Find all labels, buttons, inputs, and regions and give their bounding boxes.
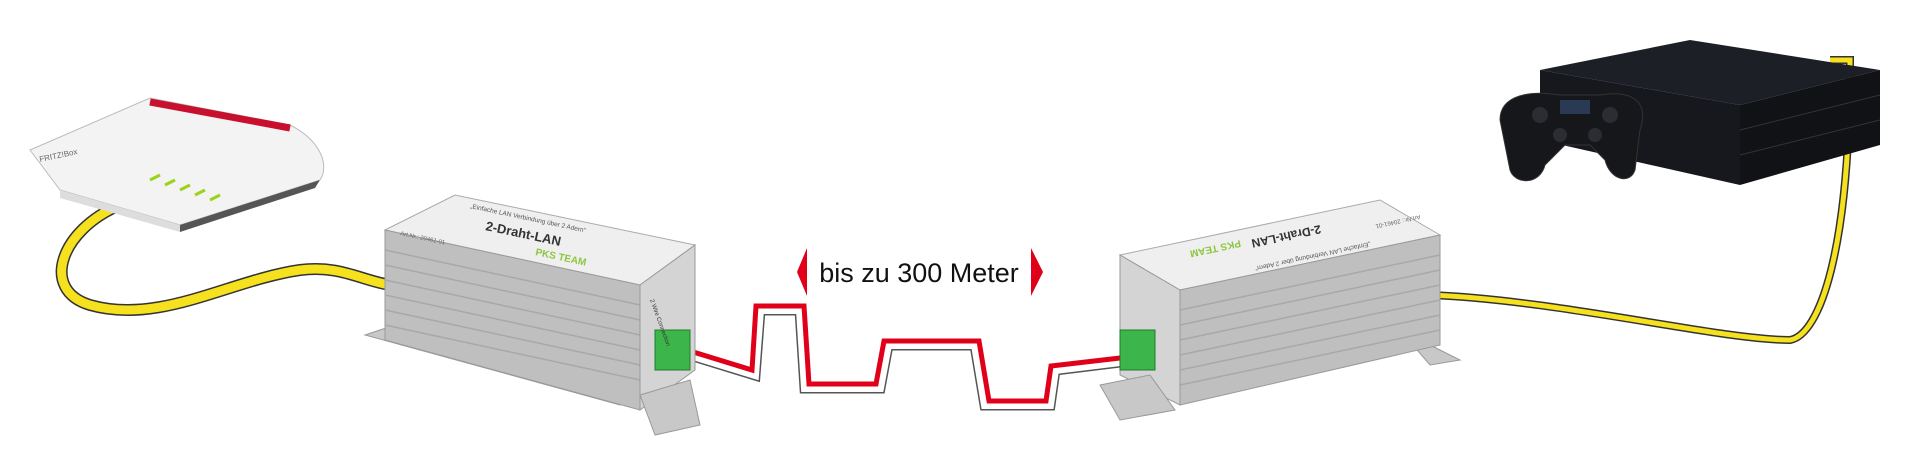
adapter-right: 2-Draht-LAN „Einfache LAN Verbindung übe…	[1099, 199, 1462, 421]
gamepad-icon	[1499, 92, 1644, 182]
adapter-left: 2-Draht-LAN „Einfache LAN Verbindung übe…	[363, 194, 701, 436]
arrow-left-icon	[797, 248, 807, 296]
lan-cable-left	[55, 199, 392, 317]
distance-label: bis zu 300 Meter	[819, 258, 1019, 288]
terminal-block-icon	[1119, 329, 1156, 371]
terminal-block-icon	[654, 329, 691, 371]
arrow-right-icon	[1031, 248, 1043, 296]
two-wire-cable	[688, 303, 1121, 411]
router-fritzbox: FRITZ!Box	[29, 97, 325, 232]
